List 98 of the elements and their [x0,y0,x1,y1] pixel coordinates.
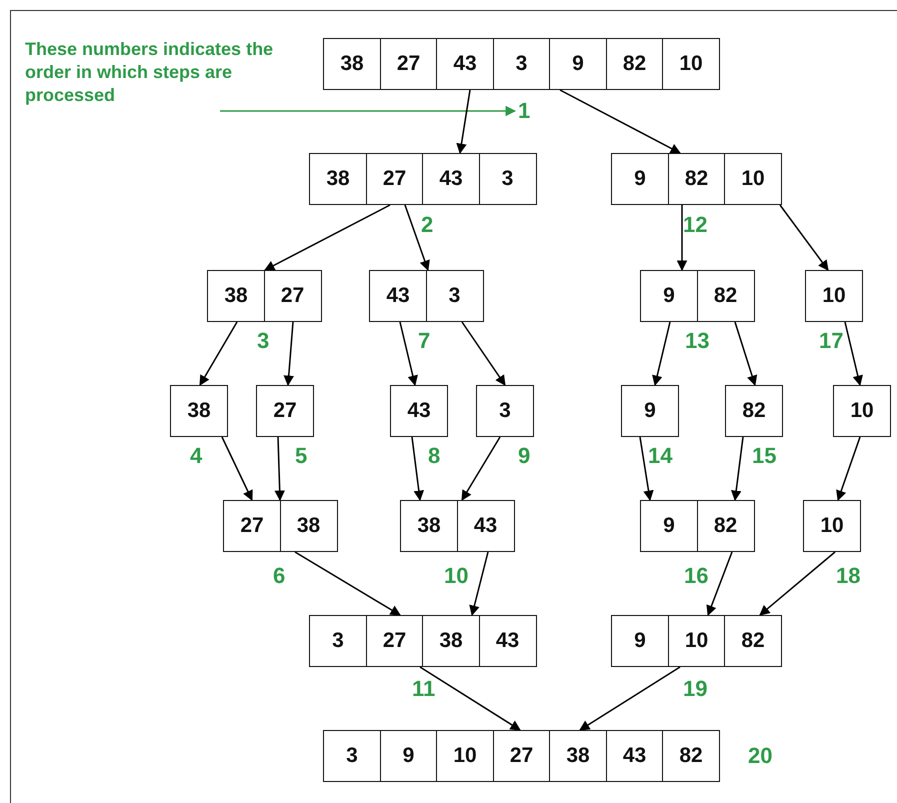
array-cell: 82 [724,615,782,667]
step-number: 11 [412,676,436,702]
array-box [323,38,720,90]
array-cell: 3 [426,270,484,322]
array-cell: 9 [640,270,698,322]
array-cell: 27 [366,153,424,205]
array-cell: 82 [662,730,720,782]
array-cell: 38 [170,385,228,437]
array-cell: 9 [611,615,669,667]
step-number: 7 [418,328,430,354]
array-cell: 3 [492,38,550,90]
step-number: 3 [257,328,270,354]
array-cell: 3 [478,153,536,205]
array-cell: 27 [256,385,314,437]
step-number: 16 [684,563,708,589]
array-cell: 43 [422,153,480,205]
arrow [469,552,489,616]
step-number: 15 [752,443,776,469]
arrow [456,90,471,154]
arrow [420,666,521,731]
array-cell: 10 [805,270,863,322]
arrow [461,436,501,501]
arrow [676,205,688,272]
arrow [399,322,418,386]
array-cell: 27 [264,270,322,322]
arrow [461,322,506,386]
step-number: 9 [518,443,530,469]
array-cell: 9 [549,38,607,90]
step-number: 6 [273,563,286,589]
step-number: 13 [685,328,710,354]
step-number: 20 [748,743,772,769]
step-number: 18 [836,563,860,589]
arrow [284,322,294,386]
array-cell: 43 [456,500,514,552]
array-cell: 82 [696,270,754,322]
step-number: 17 [819,328,844,354]
array-cell: 9 [640,500,698,552]
step-number: 4 [190,443,202,469]
array-cell: 38 [549,730,607,782]
array-cell: 43 [390,385,448,437]
arrow [652,322,671,386]
array-cell: 43 [478,615,536,667]
step-number: 14 [648,443,672,469]
array-cell: 9 [611,153,669,205]
arrow [579,666,680,731]
array-cell: 43 [436,38,494,90]
array-cell: 82 [696,500,754,552]
arrow [560,89,681,154]
arrow [734,322,758,386]
array-cell: 10 [833,385,891,437]
arrow [836,436,861,501]
array-cell: 10 [803,500,861,552]
arrow [759,551,836,616]
arrow [221,436,253,501]
array-cell: 38 [400,500,458,552]
arrow [264,204,390,271]
array-cell: 9 [621,385,679,437]
arrow [199,322,238,386]
arrow [706,552,733,616]
arrow [779,204,829,271]
array-cell: 10 [436,730,494,782]
arrow [844,322,863,386]
array-cell: 27 [223,500,281,552]
array-cell: 43 [606,730,664,782]
annotation-text: These numbers indicates the order in which steps are processed [25,38,315,107]
step-number: 5 [295,443,308,469]
step-number: 19 [683,676,708,702]
arrow [730,436,744,502]
array-cell: 38 [422,615,480,667]
array-cell: 38 [207,270,265,322]
arrow [639,436,654,502]
array-cell: 82 [606,38,664,90]
array-cell: 3 [309,615,367,667]
arrow [274,436,285,502]
array-cell: 82 [725,385,783,437]
step-number: 12 [683,212,708,238]
array-cell: 10 [724,153,782,205]
arrow [294,551,401,616]
array-cell: 38 [309,153,367,205]
array-cell: 9 [380,730,438,782]
step-number: 1 [518,98,530,124]
array-cell: 38 [323,38,381,90]
array-cell: 3 [323,730,381,782]
leader-line [220,106,516,116]
array-cell: 43 [369,270,427,322]
array-cell: 27 [380,38,438,90]
arrow [411,436,424,502]
array-cell: 38 [280,500,338,552]
array-cell: 82 [668,153,726,205]
array-cell: 3 [476,385,534,437]
array-cell: 27 [492,730,550,782]
array-cell: 10 [662,38,720,90]
step-number: 2 [421,212,434,238]
step-number: 8 [428,443,440,469]
array-cell: 27 [366,615,424,667]
array-cell: 10 [668,615,726,667]
arrow [404,204,430,271]
step-number: 10 [444,563,468,589]
